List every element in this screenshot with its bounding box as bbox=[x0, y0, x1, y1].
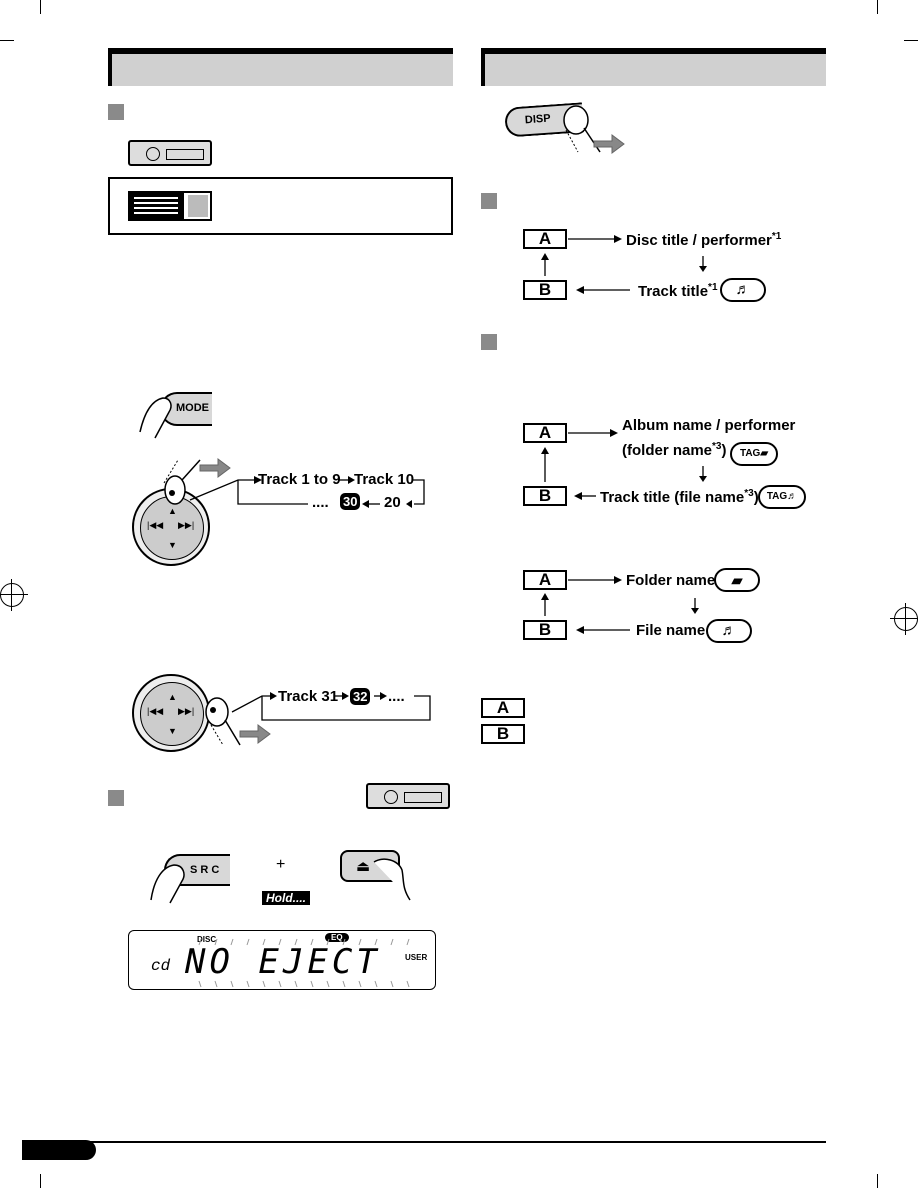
lcd-user-label: USER bbox=[405, 953, 428, 962]
finger-dial-1-icon bbox=[163, 459, 201, 505]
left-section-header bbox=[108, 48, 453, 86]
src-button-label: S R C bbox=[190, 864, 220, 876]
finger-dial-2-icon bbox=[205, 697, 241, 746]
track-10-label: Track 10 bbox=[354, 471, 415, 488]
control-dial-2[interactable]: ▲ ▼ |◀◀ ▶▶| bbox=[132, 674, 210, 752]
crop-mark-tr bbox=[877, 0, 878, 14]
tag-note-icon: TAG♬ bbox=[758, 485, 806, 509]
group2-box-a: A bbox=[523, 423, 567, 443]
group1-box-a: A bbox=[523, 229, 567, 249]
lcd-disc-label: DISC bbox=[197, 935, 217, 944]
group3-box-a: A bbox=[523, 570, 567, 590]
cd-slot-icon-2 bbox=[366, 783, 450, 809]
lcd-cd-label: cd bbox=[151, 957, 171, 975]
tag-folder-icon: TAG▰ bbox=[730, 442, 778, 466]
finger-disp-icon bbox=[563, 105, 601, 153]
group2-box-b: B bbox=[523, 486, 567, 506]
chain2-ellipsis: .... bbox=[388, 688, 405, 705]
group1-box-b: B bbox=[523, 280, 567, 300]
right-step-marker-1 bbox=[481, 193, 497, 209]
lcd-display: DISC EQ USER cd NO EJECT bbox=[128, 930, 436, 990]
lcd-message: NO EJECT bbox=[185, 942, 381, 982]
crop-mark-bl bbox=[40, 1174, 41, 1188]
finger-eject-icon bbox=[373, 858, 411, 901]
registration-mark-left bbox=[0, 579, 28, 611]
file-note-icon: ♬ bbox=[706, 619, 752, 643]
track-20-label: 20 bbox=[384, 494, 401, 511]
right-step-marker-2 bbox=[481, 334, 497, 350]
disc-title-label: Disc title / performer*1 bbox=[626, 231, 782, 249]
lcd-eq-label: EQ bbox=[325, 933, 349, 942]
track-30-badge: 30 bbox=[340, 493, 361, 511]
music-note-icon: ♬ bbox=[720, 278, 766, 302]
press-arrow-disp-icon bbox=[593, 134, 625, 154]
track-31-label: Track 31 bbox=[278, 688, 339, 705]
mode-button-label: MODE bbox=[176, 402, 209, 414]
finger-src-icon bbox=[150, 864, 185, 904]
left-step-marker-1 bbox=[108, 104, 124, 120]
group3-box-b: B bbox=[523, 620, 567, 640]
track-title-label: Track title*1 bbox=[638, 282, 718, 300]
crop-mark-tr-h bbox=[904, 40, 918, 41]
folder-name-label: Folder name bbox=[626, 572, 716, 589]
press-arrow-1-icon bbox=[199, 458, 231, 478]
folder-icon: ▰ bbox=[714, 568, 760, 592]
crop-mark-tl bbox=[40, 0, 41, 14]
album-name-label: Album name / performer bbox=[622, 417, 796, 434]
eject-icon: ⏏ bbox=[356, 858, 371, 875]
page-number-tab bbox=[22, 1140, 96, 1160]
press-arrow-2-icon bbox=[239, 724, 271, 744]
cd-slot-icon bbox=[128, 140, 212, 166]
changer-icon bbox=[128, 191, 212, 221]
track-32-badge: 32 bbox=[350, 688, 371, 706]
left-step-marker-2 bbox=[108, 790, 124, 806]
track-1-9-label: Track 1 to 9 bbox=[258, 471, 341, 488]
hold-badge: Hold.... bbox=[262, 891, 310, 905]
finger-mode-icon bbox=[139, 397, 172, 439]
folder-name-paren-label: (folder name*3) bbox=[622, 441, 727, 459]
changer-note-box bbox=[108, 177, 453, 235]
lcd-flash-marks bbox=[198, 938, 410, 988]
chain1-ellipsis: .... bbox=[312, 494, 329, 511]
legend-box-b: B bbox=[481, 724, 525, 744]
track-file-name-label: Track title (file name*3) bbox=[600, 488, 759, 506]
crop-mark-tl-h bbox=[0, 40, 14, 41]
legend-box-a: A bbox=[481, 698, 525, 718]
file-name-label: File name bbox=[636, 622, 706, 639]
crop-mark-br bbox=[877, 1174, 878, 1188]
right-section-header bbox=[481, 48, 826, 86]
footer-rule bbox=[40, 1141, 826, 1143]
plus-sign: + bbox=[276, 856, 286, 873]
